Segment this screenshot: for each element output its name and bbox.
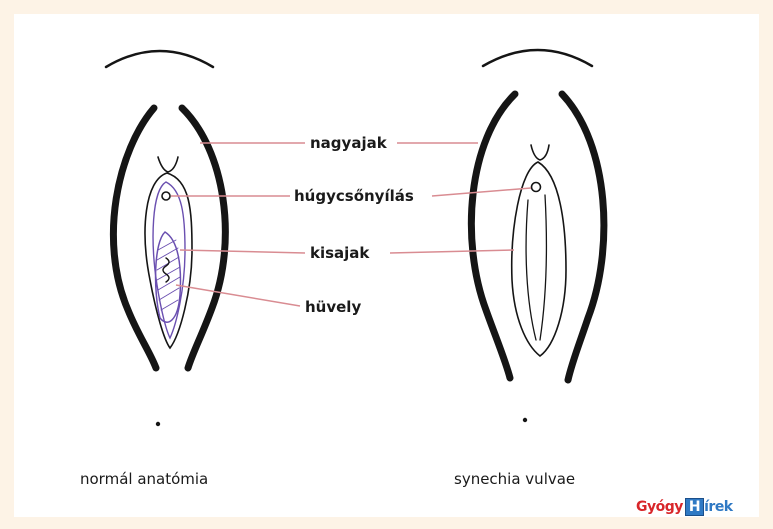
logo-text-gyogy: Gyógy [636, 499, 683, 515]
leader-hugycso-right [432, 188, 531, 196]
right-anus-dot [523, 418, 527, 422]
leader-kisajak-left [180, 250, 305, 253]
right-labium-majus-left [471, 94, 515, 378]
logo-text-irek: írek [704, 499, 733, 515]
right-fusion-line-1 [526, 200, 536, 340]
left-urethral-opening [162, 192, 170, 200]
left-labium-majus-right [182, 108, 225, 368]
normal-anatomy-figure [106, 51, 225, 426]
left-vaginal-opening [156, 232, 181, 322]
left-clitoral-hood [158, 157, 178, 172]
right-fusion-line-2 [540, 195, 546, 340]
leader-huvely-left [176, 285, 300, 306]
right-urethral-opening [532, 183, 541, 192]
label-nagyajak: nagyajak [310, 134, 387, 152]
left-pubic-arc [106, 51, 213, 67]
left-hymen-detail [163, 258, 169, 282]
right-labium-majus-right [562, 94, 604, 380]
label-kisajak: kisajak [310, 244, 369, 262]
right-pubic-arc [483, 50, 592, 66]
synechia-figure [471, 50, 604, 422]
leader-kisajak-right [390, 250, 514, 253]
left-labium-majus-left [113, 108, 156, 368]
label-hugycsonyilas: húgycsőnyílás [294, 187, 414, 205]
caption-normal-anatomy: normál anatómia [80, 470, 208, 488]
left-anus-dot [156, 422, 160, 426]
logo-boxed-letter: H [685, 498, 704, 516]
right-clitoral-hood [531, 145, 549, 160]
label-huvely: hüvely [305, 298, 361, 316]
gyogyhirek-logo: Gyógy H írek [636, 496, 733, 518]
caption-synechia-vulvae: synechia vulvae [454, 470, 575, 488]
